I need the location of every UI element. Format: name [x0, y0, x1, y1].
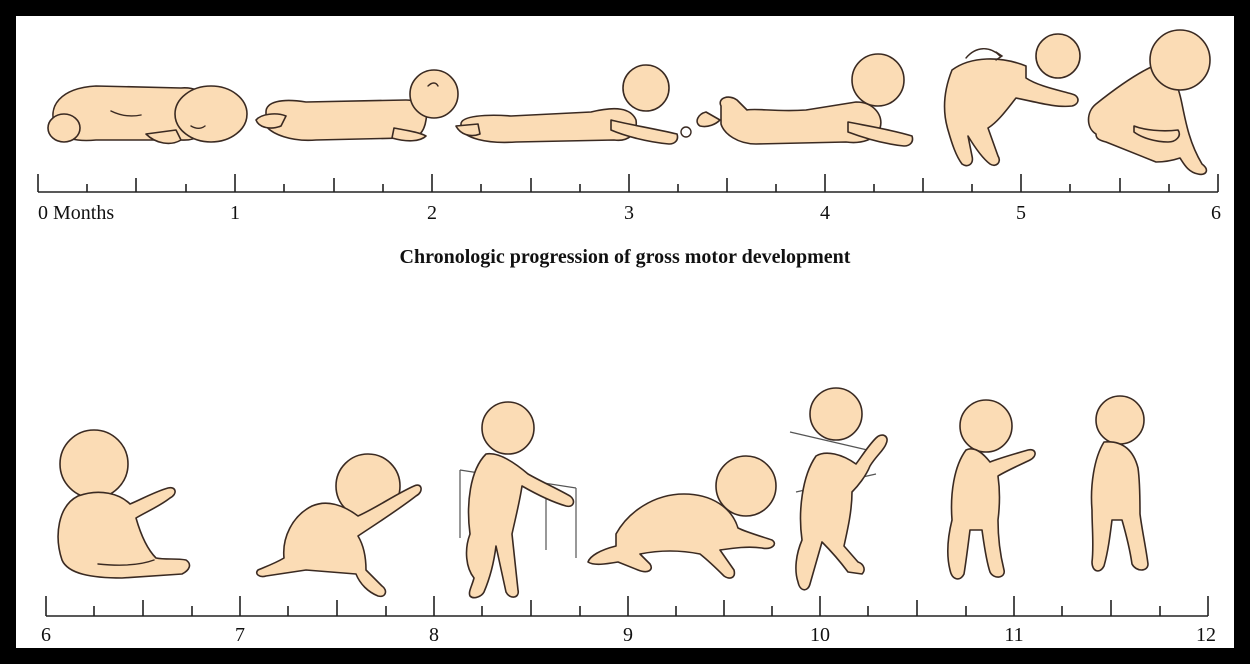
- infant-figure-crawling: [588, 456, 776, 578]
- diagram-caption: Chronologic progression of gross motor d…: [16, 246, 1234, 269]
- bottom-axis-label-7: 7: [235, 624, 245, 647]
- bottom-axis-label-10: 10: [810, 624, 830, 647]
- top-axis-label-0-months: 0 Months: [38, 202, 114, 225]
- bottom-axis-label-8: 8: [429, 624, 439, 647]
- top-axis-label-3: 3: [624, 202, 634, 225]
- infant-figure-sitting-supported: [1089, 30, 1211, 174]
- bottom-axis-label-6: 6: [41, 624, 51, 647]
- diagram-artwork: .skin { fill:#fbdcb5; stroke:#3a2a22; st…: [16, 16, 1234, 648]
- bottom-axis-label-9: 9: [623, 624, 633, 647]
- infant-figure-prone-forearm-support: [697, 54, 912, 146]
- infant-figure-kneeling-crawl: [257, 454, 421, 596]
- infant-figure-cruising: [790, 388, 887, 590]
- top-axis-label-2: 2: [427, 202, 437, 225]
- top-axis-label-4: 4: [820, 202, 830, 225]
- diagram-panel: .skin { fill:#fbdcb5; stroke:#3a2a22; st…: [16, 16, 1234, 648]
- timeline-axis-top: [38, 174, 1218, 192]
- infant-figure-walking: [1092, 396, 1149, 571]
- bottom-axis-label-11: 11: [1004, 624, 1023, 647]
- top-axis-label-1: 1: [230, 202, 240, 225]
- infant-figure-rolling-over: [945, 34, 1080, 166]
- infant-figure-prone-head-lift: [256, 70, 458, 141]
- infant-figure-curled-prone: [48, 86, 247, 143]
- infant-figure-sitting-reaching: [58, 430, 189, 578]
- bottom-axis-label-12: 12: [1196, 624, 1216, 647]
- top-axis-label-6: 6: [1211, 202, 1221, 225]
- infant-figure-standing-alone: [948, 400, 1035, 579]
- timeline-axis-bottom: [46, 596, 1208, 616]
- infant-figure-prone-chest-up: [456, 65, 691, 144]
- top-axis-label-5: 5: [1016, 202, 1026, 225]
- infant-figure-pull-to-stand: [460, 402, 576, 598]
